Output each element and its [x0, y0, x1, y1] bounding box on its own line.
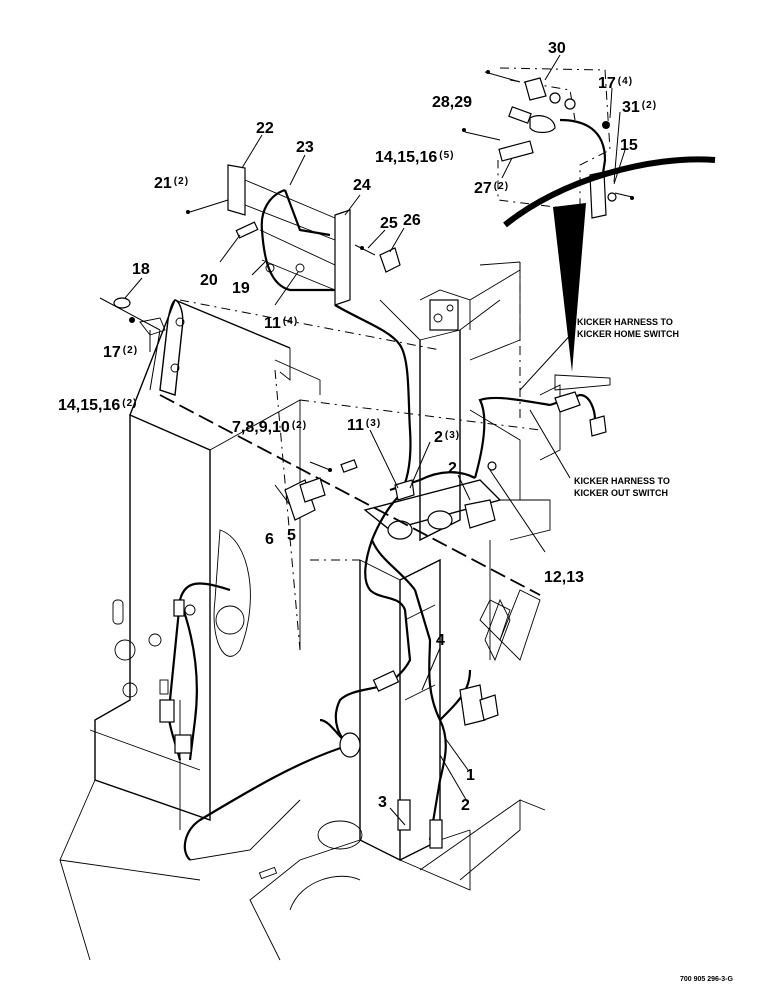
callout-31: 31(2)	[622, 99, 657, 116]
item-18-hardware	[99, 297, 166, 336]
callout-14-15-16-top: 14,15,16(5)	[375, 149, 455, 166]
bracket-assembly	[186, 164, 401, 306]
callout-3: 3	[378, 794, 387, 811]
center-post	[189, 558, 546, 961]
callout-11-top: 11(4)	[264, 315, 298, 332]
callout-22: 22	[256, 120, 274, 137]
callout-19: 19	[232, 280, 250, 297]
callout-7-8-9-10: 7,8,9,10(2)	[232, 419, 307, 436]
left-panel-harness	[159, 582, 231, 761]
note-home-switch-line2: KICKER HOME SWITCH	[577, 329, 679, 339]
harness-notes: KICKER HARNESS TO KICKER HOME SWITCH KIC…	[574, 317, 679, 498]
reference-lines	[159, 262, 541, 651]
callout-5: 5	[287, 527, 296, 544]
callout-11-mid: 11(3)	[347, 417, 381, 434]
main-harness	[183, 304, 597, 861]
cross-tube	[363, 479, 551, 660]
callout-30: 30	[548, 40, 566, 57]
callout-15: 15	[620, 137, 638, 154]
callout-2-mid: 2	[448, 460, 457, 477]
callout-28-29: 28,29	[432, 94, 472, 111]
leader-lines	[124, 54, 626, 826]
callout-17-top: 17(4)	[598, 75, 633, 92]
upper-post	[379, 261, 521, 542]
callout-17-left: 17(2)	[103, 344, 138, 361]
callout-21: 21(2)	[154, 175, 189, 192]
callout-1: 1	[466, 767, 475, 784]
callout-12-13: 12,13	[544, 569, 584, 586]
note-out-switch-line1: KICKER HARNESS TO	[574, 476, 670, 486]
detail-inset	[462, 67, 634, 219]
kicker-bracket	[469, 374, 611, 662]
note-out-switch-line2: KICKER OUT SWITCH	[574, 488, 668, 498]
switch-bracket	[274, 459, 358, 521]
baler-side-panel	[59, 299, 301, 961]
callout-25: 25	[380, 215, 398, 232]
note-home-switch-line1: KICKER HARNESS TO	[577, 317, 673, 327]
upper-frame-plate	[159, 299, 321, 396]
harness-connectors	[339, 461, 499, 849]
callout-20: 20	[200, 272, 218, 289]
callout-4: 4	[436, 632, 445, 649]
drawing-part-number: 700 905 296-3-G	[680, 976, 733, 983]
detail-callout-arc	[503, 156, 716, 372]
callout-labels: 30 28,29 17(4) 31(2) 14,15,16(5) 15 27(2…	[58, 40, 657, 814]
callout-24: 24	[353, 177, 371, 194]
callout-14-15-16-left: 14,15,16(2)	[58, 397, 138, 414]
callout-18: 18	[132, 261, 150, 278]
callout-26: 26	[403, 212, 421, 229]
callout-2-bottom: 2	[461, 797, 470, 814]
callout-6: 6	[265, 531, 274, 548]
callout-27: 27(2)	[474, 180, 509, 197]
callout-2-top: 2(3)	[434, 429, 460, 446]
callout-23: 23	[296, 139, 314, 156]
